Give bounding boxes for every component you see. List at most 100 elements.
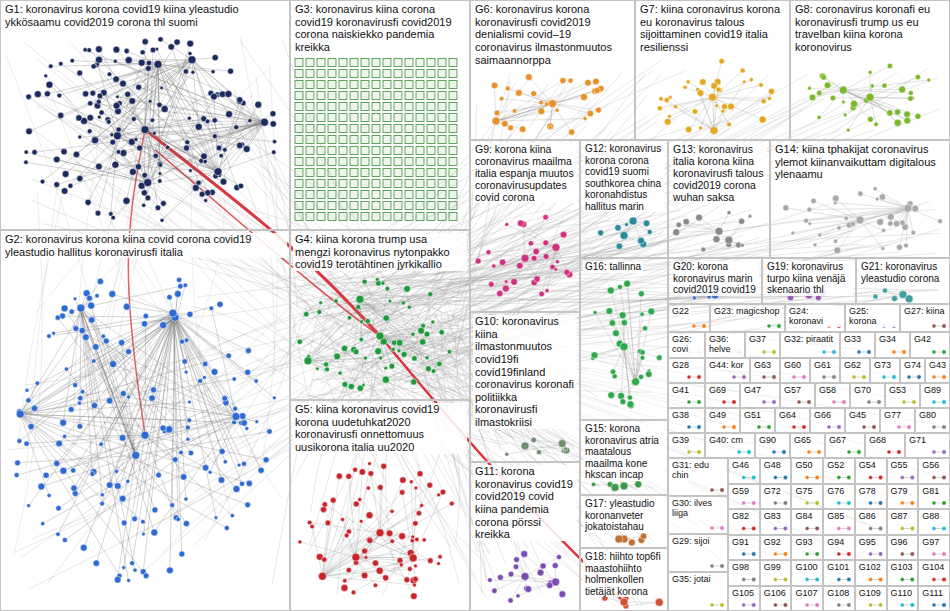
vertex-dot — [188, 51, 192, 55]
edge-line — [413, 492, 443, 558]
vertex-dot — [209, 306, 214, 311]
edge-line — [81, 308, 102, 495]
vertex-square — [295, 70, 303, 78]
vertex-dot — [96, 163, 103, 170]
edge-line — [322, 515, 369, 576]
vertex-square — [361, 70, 369, 78]
edge-line — [17, 417, 236, 475]
vertex-dot — [874, 122, 878, 126]
vertex-dot — [246, 348, 252, 354]
vertex-dot — [160, 425, 166, 431]
vertex-dot — [26, 94, 32, 100]
vertex-dot — [120, 150, 127, 157]
vertex-dot — [79, 327, 85, 333]
vertex-square — [449, 114, 457, 122]
vertex-dot — [142, 532, 146, 536]
vertex-dot — [376, 567, 383, 574]
vertex-dot — [411, 332, 415, 336]
edge-line — [380, 513, 419, 533]
vertex-dot — [664, 97, 669, 102]
vertex-dot — [346, 473, 352, 479]
vertex-dot — [158, 179, 162, 183]
vertex-square — [383, 70, 391, 78]
vertex-square — [328, 202, 336, 210]
vertex-dot — [372, 560, 378, 566]
vertex-square — [405, 202, 413, 210]
vertex-square — [416, 147, 424, 155]
edge-line — [837, 220, 860, 250]
edge-line — [308, 282, 365, 361]
vertex-dot — [187, 40, 194, 47]
vertex-dot — [915, 74, 920, 79]
edge-line — [360, 299, 421, 330]
vertex-dot — [160, 322, 167, 329]
vertex-square — [416, 70, 424, 78]
vertex-square — [383, 191, 391, 199]
edge-line — [73, 317, 175, 470]
edge-line — [117, 124, 273, 136]
vertex-square — [416, 114, 424, 122]
edge-line — [308, 336, 380, 361]
edge-line — [144, 60, 192, 206]
edge-line — [128, 94, 145, 129]
edge-line — [402, 492, 413, 558]
edge-line — [322, 495, 438, 576]
vertex-dot — [114, 132, 121, 139]
vertex-dot — [184, 497, 188, 501]
vertex-dot — [129, 169, 136, 176]
edge-line — [496, 119, 585, 122]
vertex-dot — [768, 88, 774, 94]
edge-line — [553, 104, 591, 114]
vertex-square — [427, 136, 435, 144]
vertex-dot — [141, 190, 147, 196]
vertex-dot — [140, 50, 145, 55]
vertex-square — [449, 136, 457, 144]
vertex-dot — [223, 460, 227, 464]
vertex-square — [372, 114, 380, 122]
vertex-dot — [101, 334, 105, 338]
vertex-dot — [211, 93, 218, 100]
edge-line — [65, 308, 145, 435]
edge-layer — [6, 37, 944, 606]
vertex-dot — [88, 317, 94, 323]
vertex-square — [372, 136, 380, 144]
vertex-square — [295, 180, 303, 188]
vertex-dot — [363, 356, 367, 360]
vertex-dot — [396, 340, 403, 347]
vertex-square — [427, 59, 435, 67]
vertex-dot — [166, 567, 173, 574]
vertex-square — [394, 125, 402, 133]
vertex-dot — [716, 87, 721, 92]
edge-line — [360, 499, 413, 557]
edge-line — [206, 122, 265, 200]
vertex-square — [361, 114, 369, 122]
edge-line — [80, 313, 173, 398]
vertex-dot — [43, 472, 49, 478]
vertex-square — [372, 158, 380, 166]
edge-line — [19, 412, 145, 436]
vertex-dot — [52, 331, 56, 335]
edge-line — [380, 289, 387, 336]
vertex-dot — [361, 572, 368, 579]
vertex-square — [427, 114, 435, 122]
vertex-dot — [357, 385, 363, 391]
vertex-square — [394, 92, 402, 100]
edge-line — [145, 403, 226, 435]
edge-line — [685, 87, 712, 97]
vertex-square — [438, 59, 446, 67]
vertex-dot — [186, 437, 190, 441]
edge-line — [356, 557, 414, 580]
vertex-dot — [420, 503, 424, 507]
edge-line — [354, 558, 414, 593]
edge-line — [31, 317, 175, 426]
vertex-square — [427, 125, 435, 133]
vertex-dot — [368, 462, 372, 466]
vertex-dot — [307, 520, 312, 525]
vertex-dot — [113, 59, 117, 63]
vertex-square — [383, 202, 391, 210]
vertex-dot — [106, 398, 112, 404]
vertex-dot — [415, 537, 419, 541]
vertex-dot — [113, 102, 120, 109]
edge-line — [306, 299, 360, 314]
vertex-dot — [27, 504, 31, 508]
